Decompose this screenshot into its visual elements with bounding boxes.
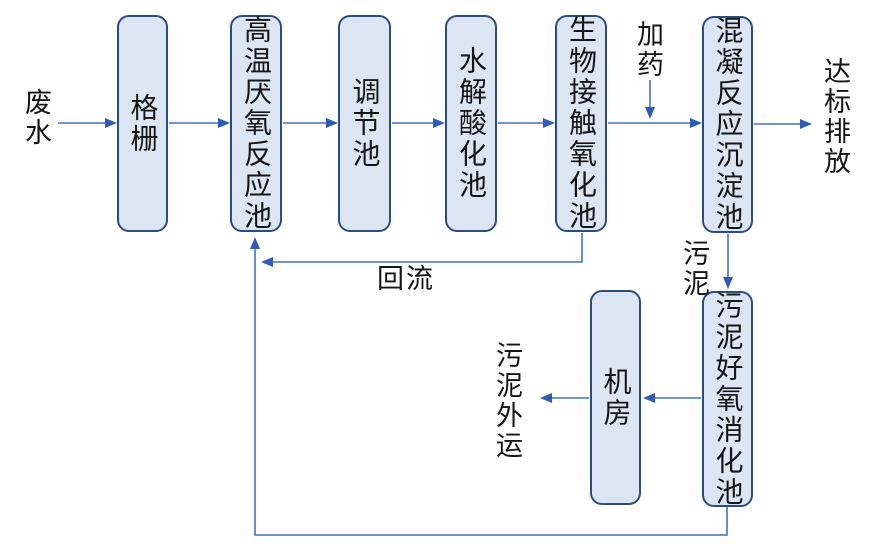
label-wastewater: 废水	[21, 88, 51, 148]
label-sludge: 污泥	[679, 239, 709, 299]
label-reflux: 回流	[377, 264, 435, 294]
node-biological-contact-oxidation-tank-label: 生物接触氧化池	[566, 15, 597, 232]
node-regulating-tank-label: 调节池	[349, 77, 381, 170]
label-dosing: 加药	[633, 20, 663, 80]
node-sludge-aerobic-digestion-tank: 污泥好氧消化池	[702, 290, 753, 508]
node-machine-room: 机房	[590, 290, 641, 505]
node-machine-room-label: 机房	[600, 366, 632, 429]
node-anaerobic-reactor: 高温厌氧反应池	[230, 15, 282, 232]
node-sludge-aerobic-digestion-tank-label: 污泥好氧消化池	[712, 290, 744, 508]
node-biological-contact-oxidation-tank: 生物接触氧化池	[555, 15, 607, 232]
node-anaerobic-reactor-label: 高温厌氧反应池	[241, 15, 272, 232]
node-coagulation-sedimentation-tank-label: 混凝反应沉淀池	[712, 16, 744, 233]
arrow-digestion-long-return	[250, 237, 728, 536]
node-grille-label: 格栅	[127, 92, 159, 155]
node-hydrolysis-acidification-tank-label: 水解酸化池	[456, 46, 487, 201]
node-coagulation-sedimentation-tank: 混凝反应沉淀池	[702, 16, 753, 233]
node-regulating-tank: 调节池	[338, 15, 391, 232]
arrow-reflux-return	[261, 233, 583, 267]
node-grille: 格栅	[117, 15, 168, 232]
node-hydrolysis-acidification-tank: 水解酸化池	[445, 15, 497, 232]
label-discharge-standard: 达标排放	[820, 57, 850, 177]
label-sludge-outward-transport: 污泥外运	[492, 341, 522, 461]
